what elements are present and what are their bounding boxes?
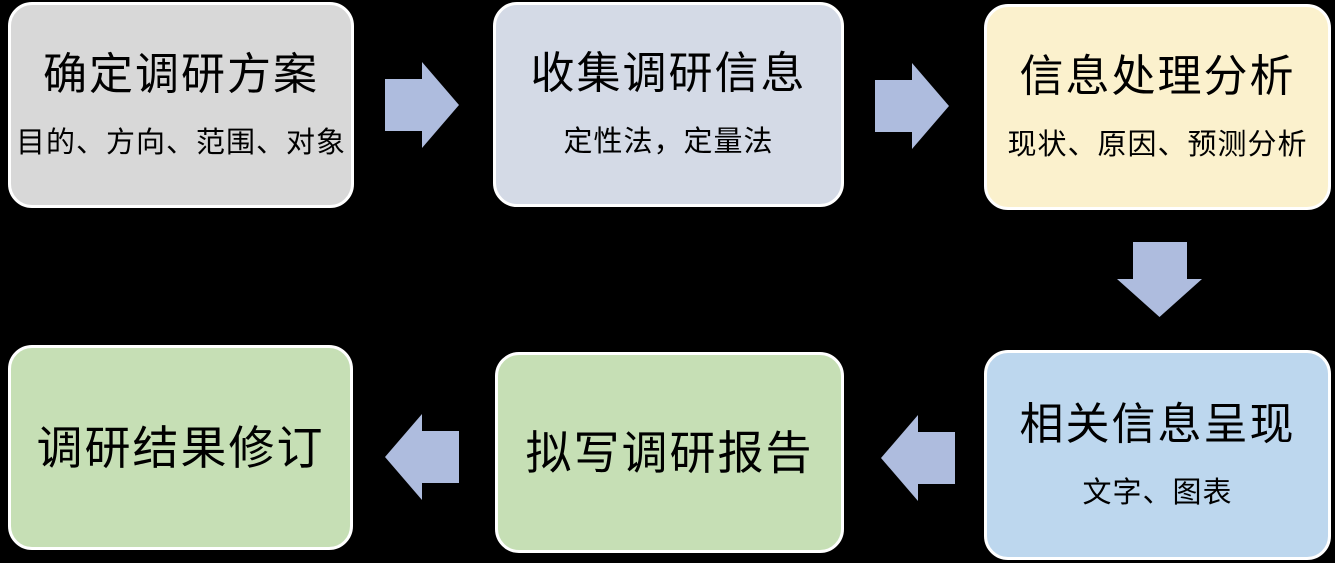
step-subtitle: 定性法，定量法 [563,126,774,158]
step-box-info-processing-analysis: 信息处理分析 现状、原因、预测分析 [984,4,1331,210]
arrow-left-icon [881,415,955,501]
arrow-right-icon [385,62,459,148]
step-box-related-info-presentation: 相关信息呈现 文字、图表 [984,350,1331,560]
flow-arrow-1 [385,62,459,148]
arrow-down-icon [1117,242,1202,317]
step-box-collect-research-info: 收集调研信息 定性法，定量法 [493,2,844,207]
step-title: 拟写调研报告 [525,426,814,479]
step-box-define-research-plan: 确定调研方案 目的、方向、范围、对象 [8,2,354,208]
step-title: 相关信息呈现 [1019,399,1296,449]
flow-arrow-3 [1117,242,1202,317]
step-box-draft-research-report: 拟写调研报告 [495,352,844,553]
step-title: 信息处理分析 [1019,51,1296,101]
step-subtitle: 文字、图表 [1082,476,1233,509]
step-subtitle: 目的、方向、范围、对象 [15,126,346,159]
flow-arrow-5 [385,414,459,500]
arrow-right-icon [875,63,949,149]
step-title: 收集调研信息 [530,49,807,98]
step-box-revise-research-results: 调研结果修订 [8,345,353,550]
step-title: 调研结果修订 [36,421,325,474]
step-title: 确定调研方案 [43,49,319,99]
flow-arrow-2 [875,63,949,149]
step-subtitle: 现状、原因、预测分析 [1007,128,1308,161]
arrow-left-icon [385,414,459,500]
flow-arrow-4 [881,415,955,501]
